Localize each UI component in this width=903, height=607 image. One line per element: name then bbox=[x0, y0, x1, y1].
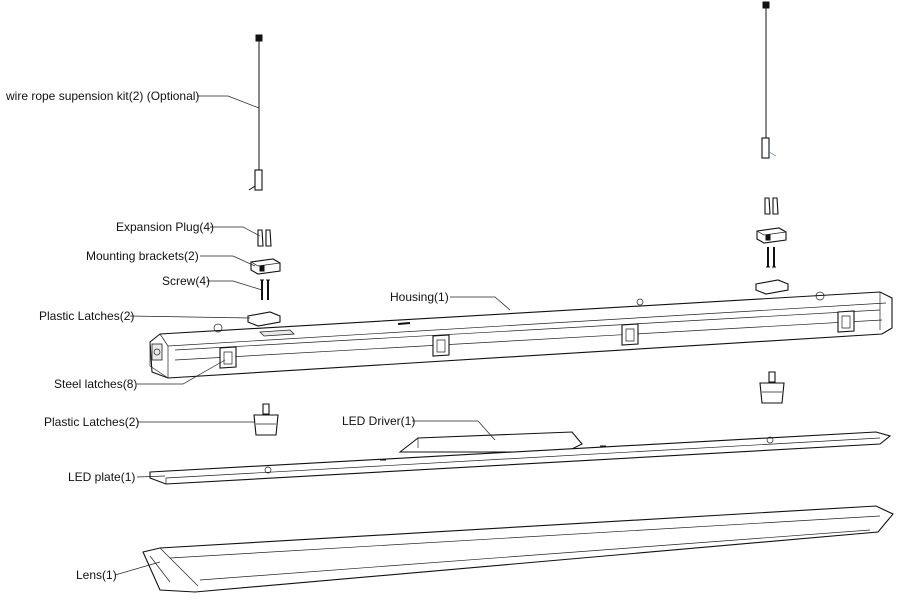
expansion-plugs-left bbox=[257, 229, 272, 247]
label-wire-rope: wire rope supension kit(2) (Optional) bbox=[5, 89, 199, 103]
label-lens: Lens(1) bbox=[76, 568, 117, 582]
label-expansion-plug: Expansion Plug(4) bbox=[116, 220, 214, 234]
plastic-latch-bottom-right bbox=[759, 371, 785, 404]
expansion-plugs-right bbox=[764, 197, 779, 215]
label-plastic-latches-top: Plastic Latches(2) bbox=[39, 309, 134, 323]
wire-rope-kit-left bbox=[248, 34, 263, 191]
label-led-driver: LED Driver(1) bbox=[342, 414, 415, 428]
plastic-latch-bottom-left bbox=[253, 403, 279, 436]
plastic-latch-top-left bbox=[247, 311, 281, 327]
labels: wire rope supension kit(2) (Optional) Ex… bbox=[5, 89, 449, 582]
led-driver bbox=[398, 431, 583, 453]
label-mounting-brackets: Mounting brackets(2) bbox=[86, 249, 199, 263]
label-screw: Screw(4) bbox=[162, 274, 210, 288]
housing bbox=[149, 291, 893, 379]
label-led-plate: LED plate(1) bbox=[68, 470, 135, 484]
leader-lines bbox=[114, 95, 511, 576]
plastic-latch-top-right bbox=[755, 279, 789, 295]
mounting-bracket-left bbox=[250, 258, 281, 275]
led-plate bbox=[149, 431, 892, 485]
screws-right bbox=[766, 247, 776, 268]
label-steel-latches: Steel latches(8) bbox=[54, 377, 137, 391]
mounting-bracket-right bbox=[756, 227, 787, 244]
label-housing: Housing(1) bbox=[390, 290, 449, 304]
wire-rope-kit-right bbox=[761, 1, 777, 159]
label-plastic-latches-bottom: Plastic Latches(2) bbox=[44, 415, 139, 429]
lens bbox=[142, 505, 894, 593]
steel-latches bbox=[219, 310, 855, 369]
